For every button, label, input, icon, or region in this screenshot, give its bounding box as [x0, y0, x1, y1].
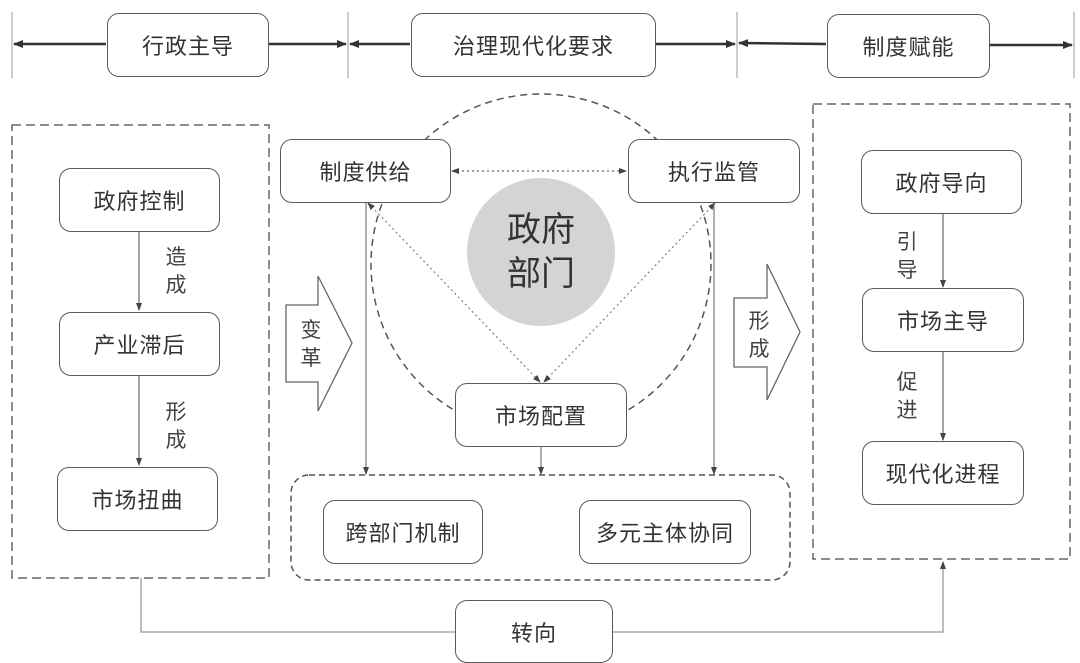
stage-label: 治理现代化要求	[452, 35, 614, 60]
node-label: 市场主导	[896, 310, 989, 335]
node-modernization-process: 现代化进程	[862, 441, 1024, 505]
stage-administrative-led: 行政主导	[107, 13, 269, 77]
edge-label-promote: 促进	[896, 370, 918, 422]
node-label: 市场扭曲	[91, 489, 184, 514]
node-label: 多元主体协同	[595, 522, 734, 547]
collaboration-group-frame	[290, 474, 791, 581]
node-label: 政府导向	[895, 172, 988, 197]
shift-connector-line-right	[613, 561, 946, 633]
node-market-led: 市场主导	[862, 288, 1024, 352]
node-enforcement-supervision: 执行监管	[628, 139, 800, 203]
edge-label-guide: 引导	[896, 230, 918, 282]
stage-label: 制度赋能	[862, 36, 955, 61]
node-label: 市场配置	[494, 405, 587, 430]
node-government-control: 政府控制	[59, 168, 220, 232]
reform-arrow-label: 变革	[300, 318, 322, 370]
stage-governance-modernization: 治理现代化要求	[411, 13, 656, 77]
form-arrow-shape	[733, 263, 801, 401]
node-institutional-supply: 制度供给	[280, 139, 451, 203]
edge-label-form: 形成	[165, 400, 187, 452]
node-cross-department-mechanism: 跨部门机制	[323, 500, 483, 564]
node-label: 现代化进程	[885, 463, 1001, 488]
stage-arrow	[738, 39, 827, 48]
supervision-market-link	[543, 202, 716, 383]
reform-arrow-shape	[285, 275, 353, 412]
stage-label: 行政主导	[141, 35, 234, 60]
right-panel-frame	[812, 103, 1071, 560]
node-label: 产业滞后	[93, 334, 186, 359]
center-label: 政府 部门	[461, 208, 621, 296]
shift-connector-line	[140, 578, 455, 633]
node-government-guidance: 政府导向	[861, 150, 1022, 214]
node-label: 政府控制	[93, 190, 186, 215]
node-label: 跨部门机制	[345, 522, 461, 547]
center-label-line1: 政府	[507, 210, 575, 250]
form-arrow-label: 形成	[748, 309, 770, 361]
stage-institutional-empowerment: 制度赋能	[827, 14, 990, 78]
left-panel-frame	[11, 124, 270, 579]
node-shift: 转向	[455, 600, 613, 663]
node-multi-actor-collaboration: 多元主体协同	[579, 500, 751, 564]
edge-label-cause: 造成	[165, 245, 187, 297]
node-industry-lag: 产业滞后	[59, 312, 220, 376]
node-label: 制度供给	[319, 161, 412, 186]
center-label-line2: 部门	[507, 254, 575, 294]
node-market-allocation: 市场配置	[455, 383, 627, 447]
node-market-distortion: 市场扭曲	[57, 467, 218, 531]
node-label: 转向	[510, 621, 557, 647]
supply-market-link	[367, 202, 541, 383]
node-label: 执行监管	[667, 161, 760, 186]
